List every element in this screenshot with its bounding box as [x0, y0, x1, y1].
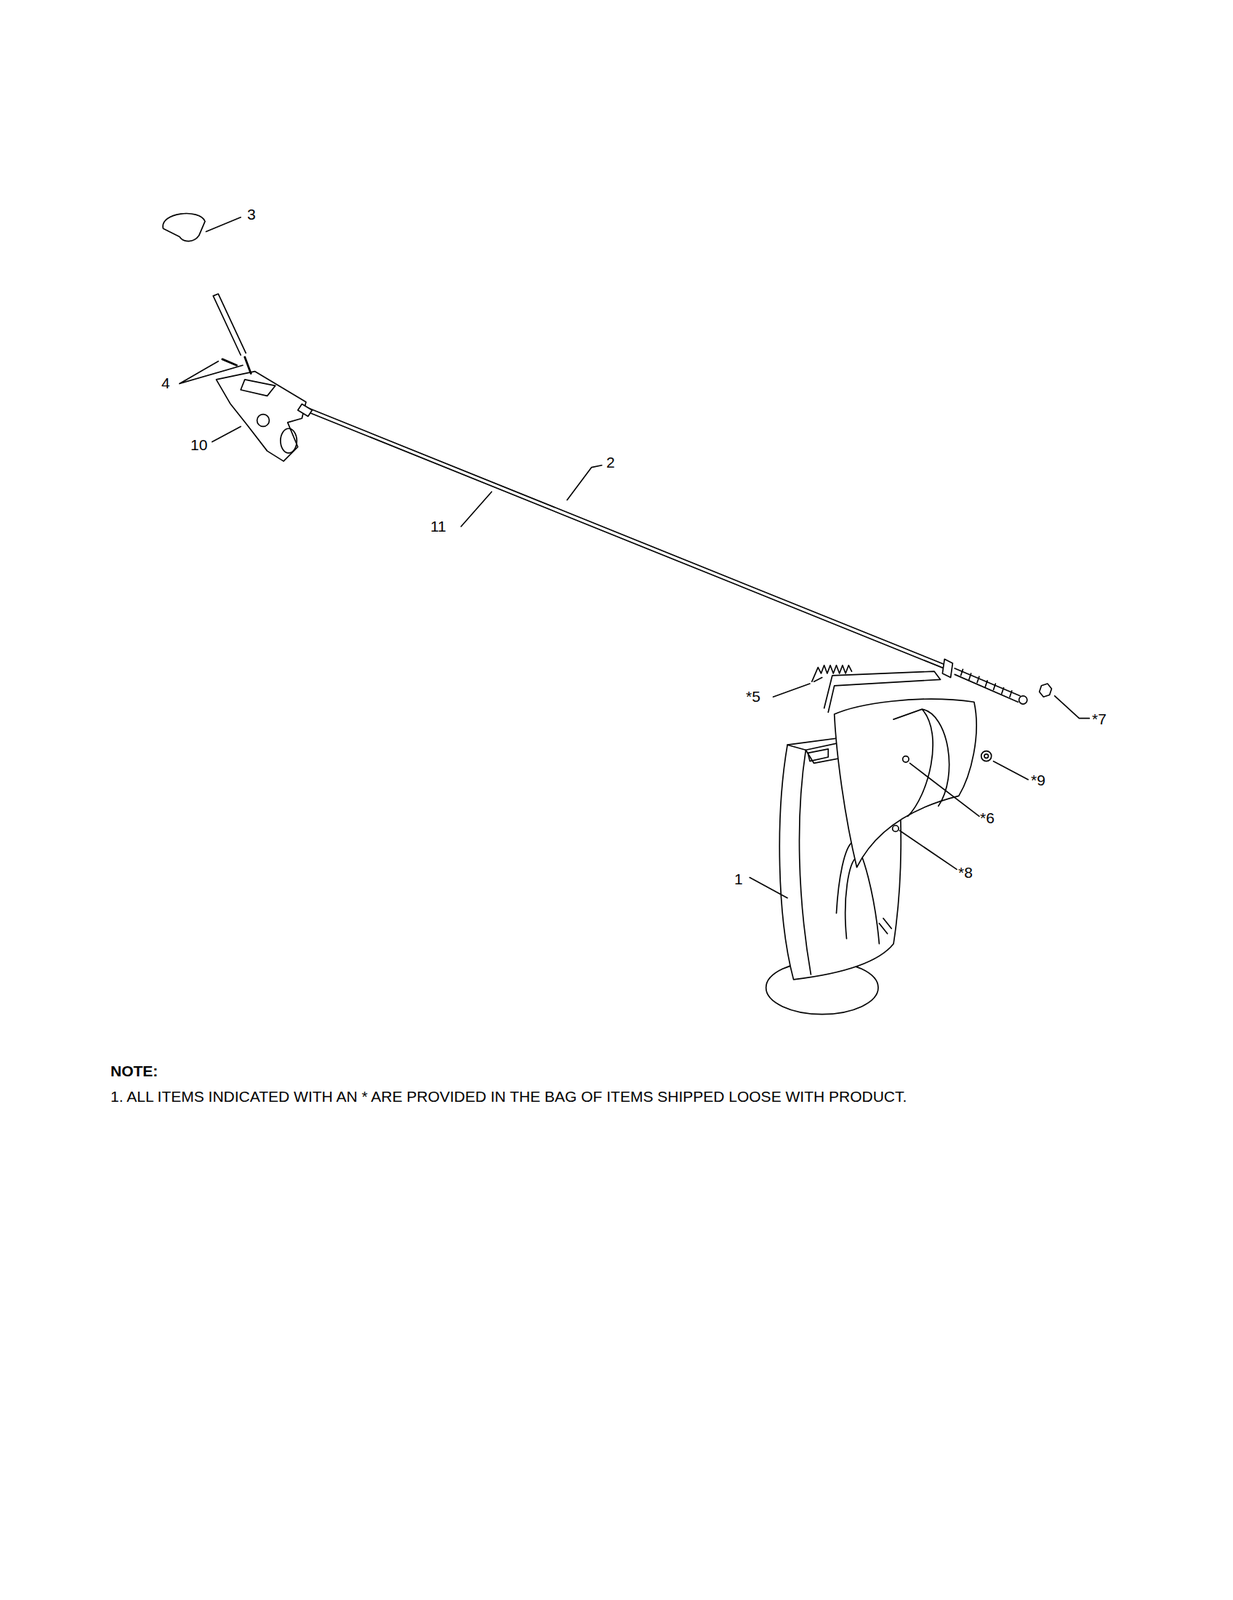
deflector-bolt — [902, 756, 909, 762]
thread — [961, 668, 1012, 697]
callout-number: *9 — [1030, 771, 1046, 789]
deflector-bolt — [892, 825, 899, 831]
callout-number: *8 — [958, 863, 973, 882]
leader-line — [749, 877, 788, 898]
leader-line — [205, 217, 241, 232]
callout-number: *6 — [980, 809, 995, 827]
rod-eye — [1019, 695, 1028, 704]
leader-line — [179, 361, 243, 384]
bracket-hole — [257, 414, 270, 427]
leader-line — [567, 465, 602, 501]
leader-line — [772, 683, 810, 697]
callout-number: 4 — [161, 374, 171, 392]
bracket-hub — [280, 428, 297, 453]
cable-clamp — [942, 658, 953, 677]
callout-number: 2 — [606, 453, 616, 472]
knob — [162, 213, 206, 242]
screw — [222, 356, 251, 373]
note-heading: NOTE: — [110, 1062, 158, 1080]
control-bracket — [215, 371, 306, 461]
washer — [981, 750, 992, 762]
note-text: 1. ALL ITEMS INDICATED WITH AN * ARE PRO… — [110, 1087, 907, 1106]
washer-hole — [984, 753, 989, 759]
callout-number: 1 — [734, 870, 743, 888]
callout-number: 11 — [430, 517, 447, 536]
callout-number: 10 — [190, 436, 208, 454]
callout-number: 3 — [247, 205, 256, 224]
leader-line — [909, 762, 979, 816]
chute-edge — [787, 744, 811, 975]
leader-line — [460, 491, 492, 527]
cable — [306, 407, 947, 670]
leader-line — [993, 761, 1029, 780]
bracket-tab — [240, 379, 276, 396]
deflector-bracket — [893, 708, 950, 816]
threaded-rod — [954, 668, 1020, 702]
chute-bolt — [878, 918, 892, 934]
leader-line — [899, 830, 957, 869]
cable-end — [298, 404, 313, 417]
callout-number: *7 — [1091, 710, 1107, 728]
deflector — [834, 698, 977, 867]
nut — [1039, 683, 1052, 697]
leader-line — [1054, 695, 1090, 719]
callout-number: *5 — [745, 687, 761, 706]
chute-slot — [807, 748, 829, 762]
lever-rod — [213, 293, 246, 355]
leader-line — [212, 426, 241, 442]
